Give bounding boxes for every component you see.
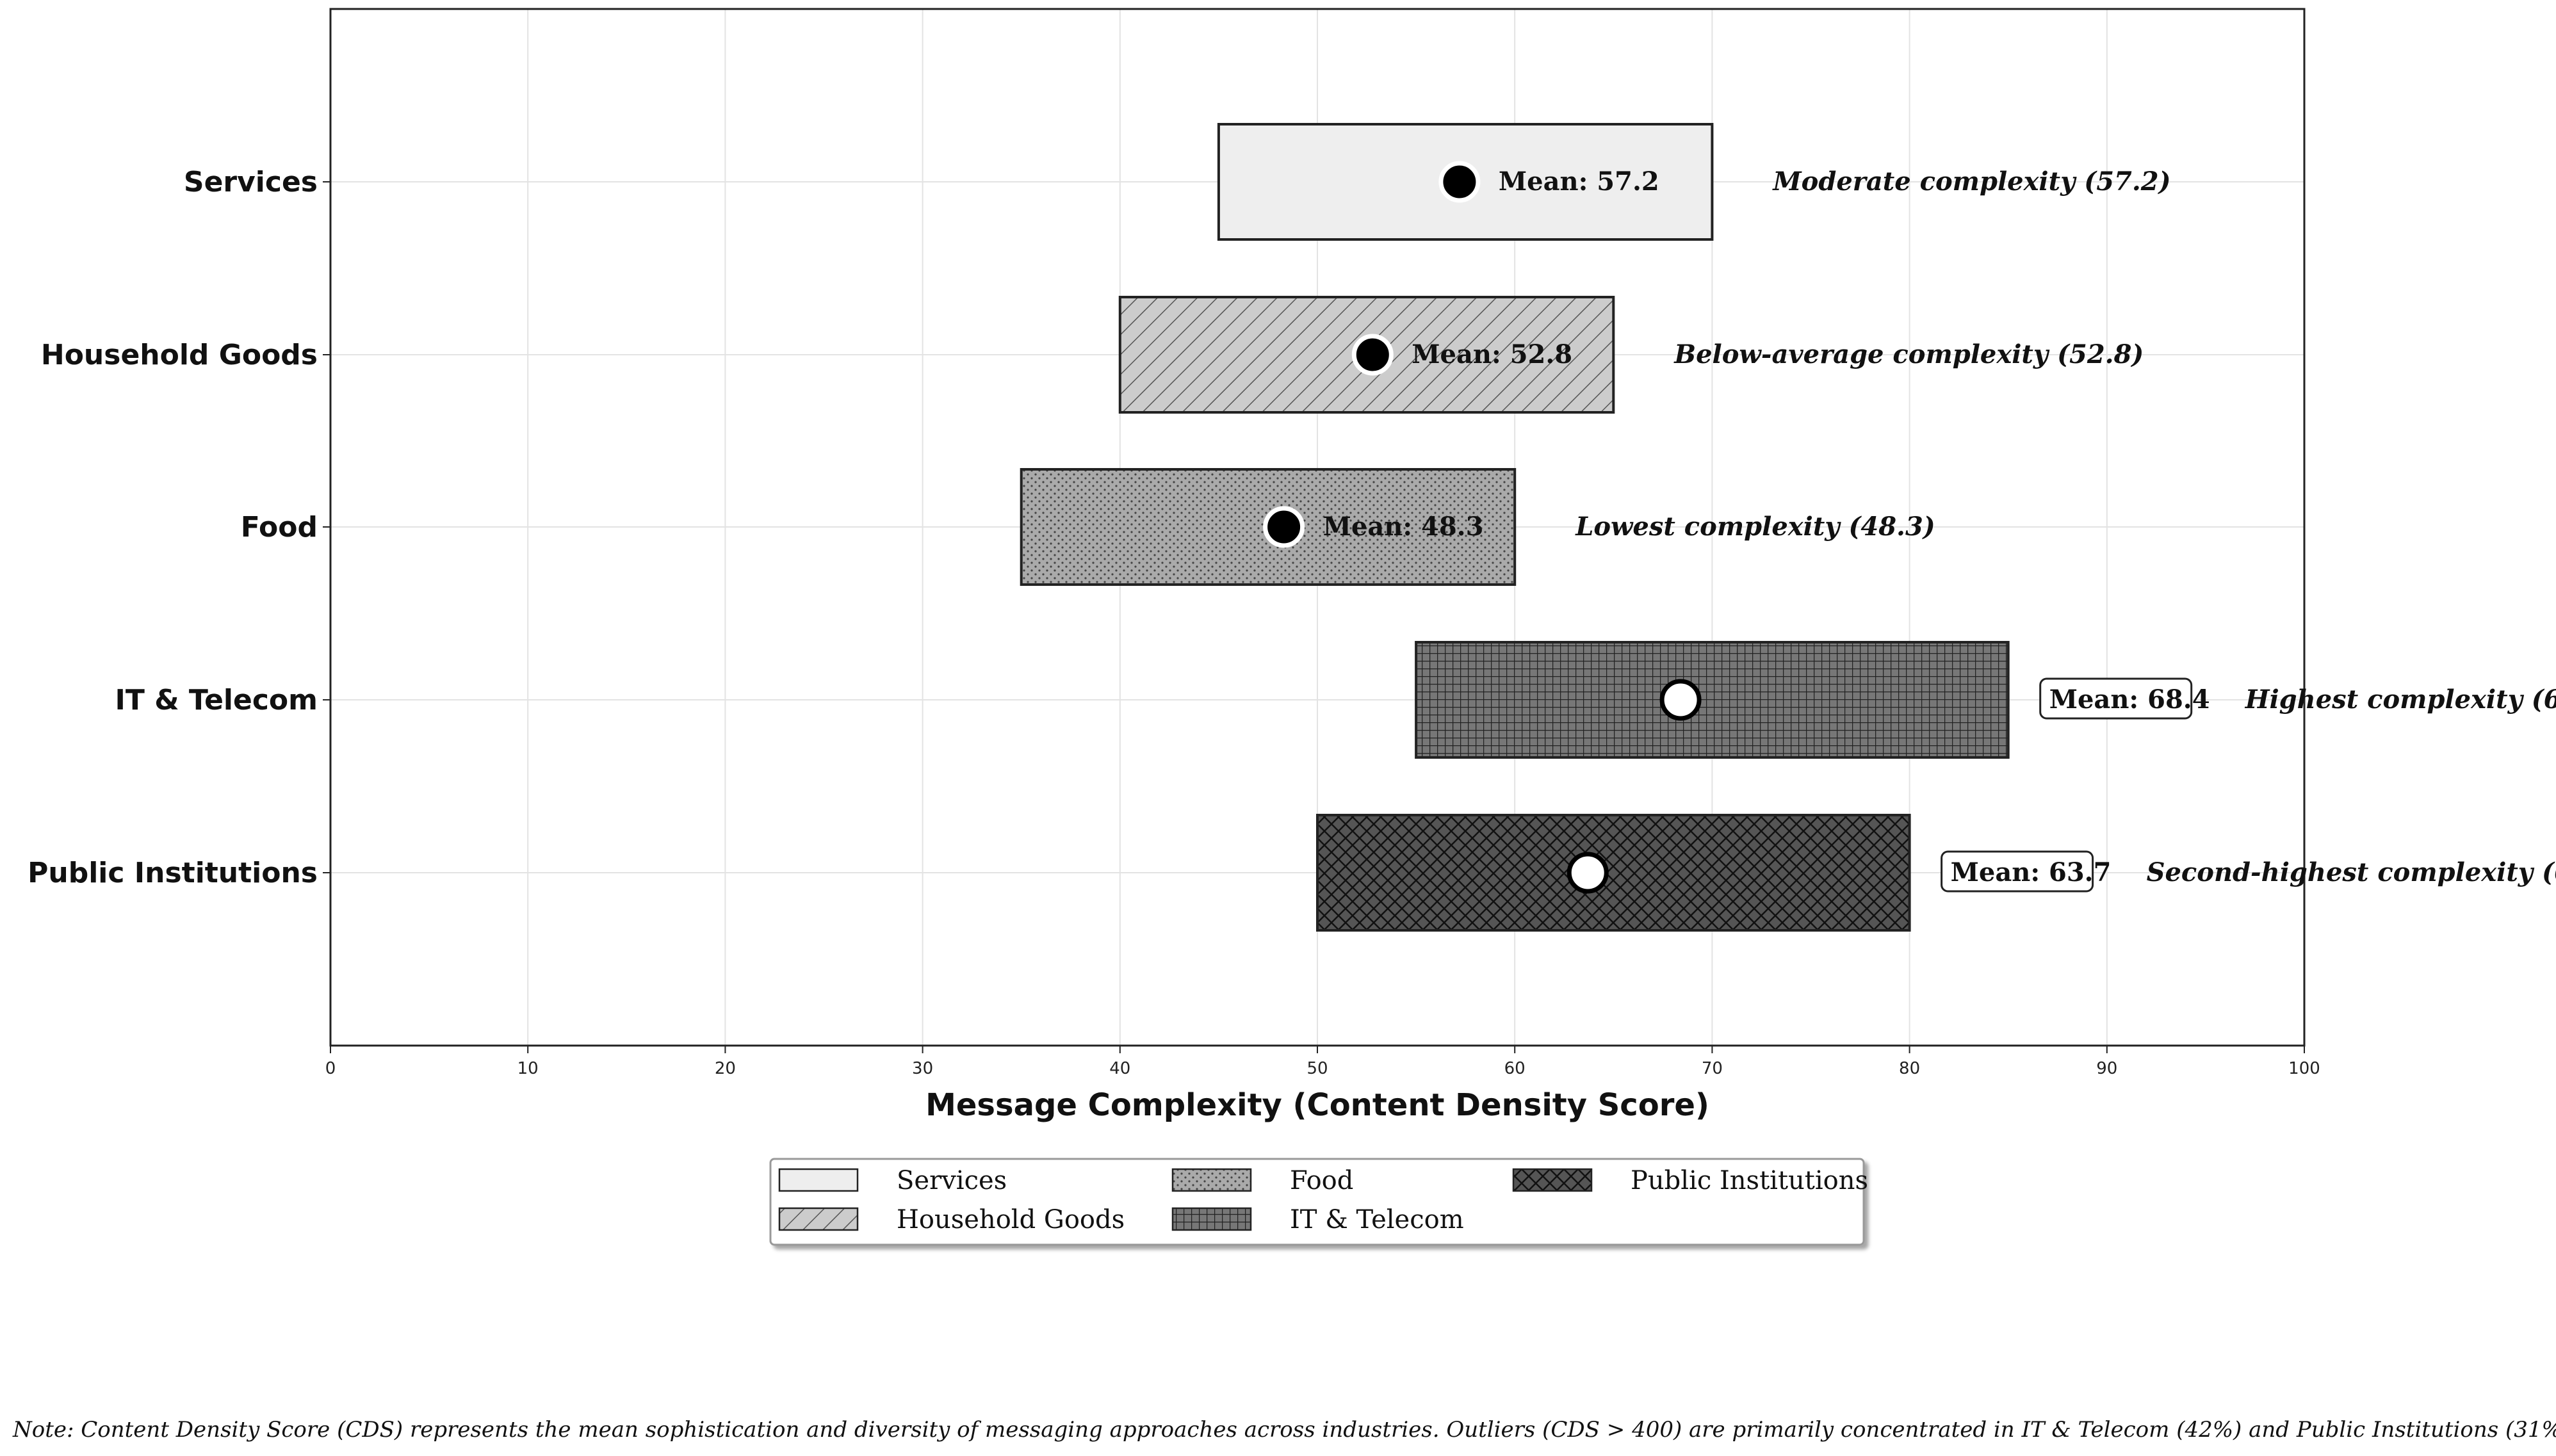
legend-swatch	[778, 1207, 859, 1231]
legend-label: IT & Telecom	[1290, 1205, 1464, 1234]
complexity-annotation: Below-average complexity (52.8)	[1673, 339, 2144, 369]
legend-swatch	[1512, 1168, 1593, 1192]
x-tick-label: 90	[2096, 1059, 2117, 1078]
category-label: Services	[184, 166, 318, 198]
range-bar	[1316, 814, 1911, 932]
x-tick-label: 0	[325, 1059, 336, 1078]
mean-label: Mean: 57.2	[1499, 166, 1659, 197]
x-tick-label: 80	[1899, 1059, 1920, 1078]
category-label: IT & Telecom	[115, 684, 318, 716]
legend-label: Services	[897, 1166, 1007, 1195]
x-tick-label: 70	[1702, 1059, 1723, 1078]
mean-label-box	[1941, 850, 2094, 893]
legend-label: Food	[1290, 1166, 1353, 1195]
bars: Mean: 57.2 Moderate complexity (57.2) Mean…	[1020, 123, 2556, 932]
legend-swatch	[1171, 1168, 1252, 1192]
complexity-annotation: Lowest complexity (48.3)	[1575, 512, 1935, 542]
mean-label: Mean: 52.8	[1412, 339, 1572, 369]
x-tick-label: 10	[517, 1059, 539, 1078]
x-axis-label: Message Complexity (Content Density Scor…	[925, 1087, 1709, 1123]
legend-label: Household Goods	[897, 1205, 1125, 1234]
mean-marker	[1263, 506, 1305, 548]
mean-label: Mean: 63.7	[1951, 857, 2112, 887]
x-tick-label: 50	[1306, 1059, 1328, 1078]
complexity-annotation: Moderate complexity (57.2)	[1771, 166, 2170, 197]
footnote: Note: Content Density Score (CDS) repres…	[12, 1417, 2556, 1443]
legend-swatch	[778, 1168, 859, 1192]
mean-label-box	[2039, 677, 2193, 720]
mean-label: Mean: 68.4	[2049, 684, 2210, 715]
x-tick-label: 40	[1109, 1059, 1130, 1078]
category-label: Food	[241, 511, 318, 544]
mean-marker	[1567, 852, 1609, 894]
mean-label: Mean: 48.3	[1323, 512, 1484, 542]
mean-marker	[1438, 161, 1481, 203]
x-tick-label: 60	[1504, 1059, 1526, 1078]
legend-swatch	[1171, 1207, 1252, 1231]
category-label: Public Institutions	[28, 857, 318, 889]
legend-label: Public Institutions	[1631, 1166, 1868, 1195]
x-axis: 0 10 20 30 40 50 60 70 80 90 100	[325, 1046, 2320, 1078]
mean-marker	[1351, 334, 1394, 376]
complexity-annotation: Second-highest complexity (63.7)	[2147, 857, 2556, 887]
range-bar	[1415, 641, 2010, 759]
x-tick-label: 30	[912, 1059, 933, 1078]
mean-marker	[1659, 679, 1702, 721]
x-tick-label: 100	[2288, 1059, 2320, 1078]
x-tick-label: 20	[715, 1059, 736, 1078]
category-label: Household Goods	[41, 339, 318, 371]
complexity-annotation: Highest complexity (68.4)	[2245, 684, 2556, 715]
